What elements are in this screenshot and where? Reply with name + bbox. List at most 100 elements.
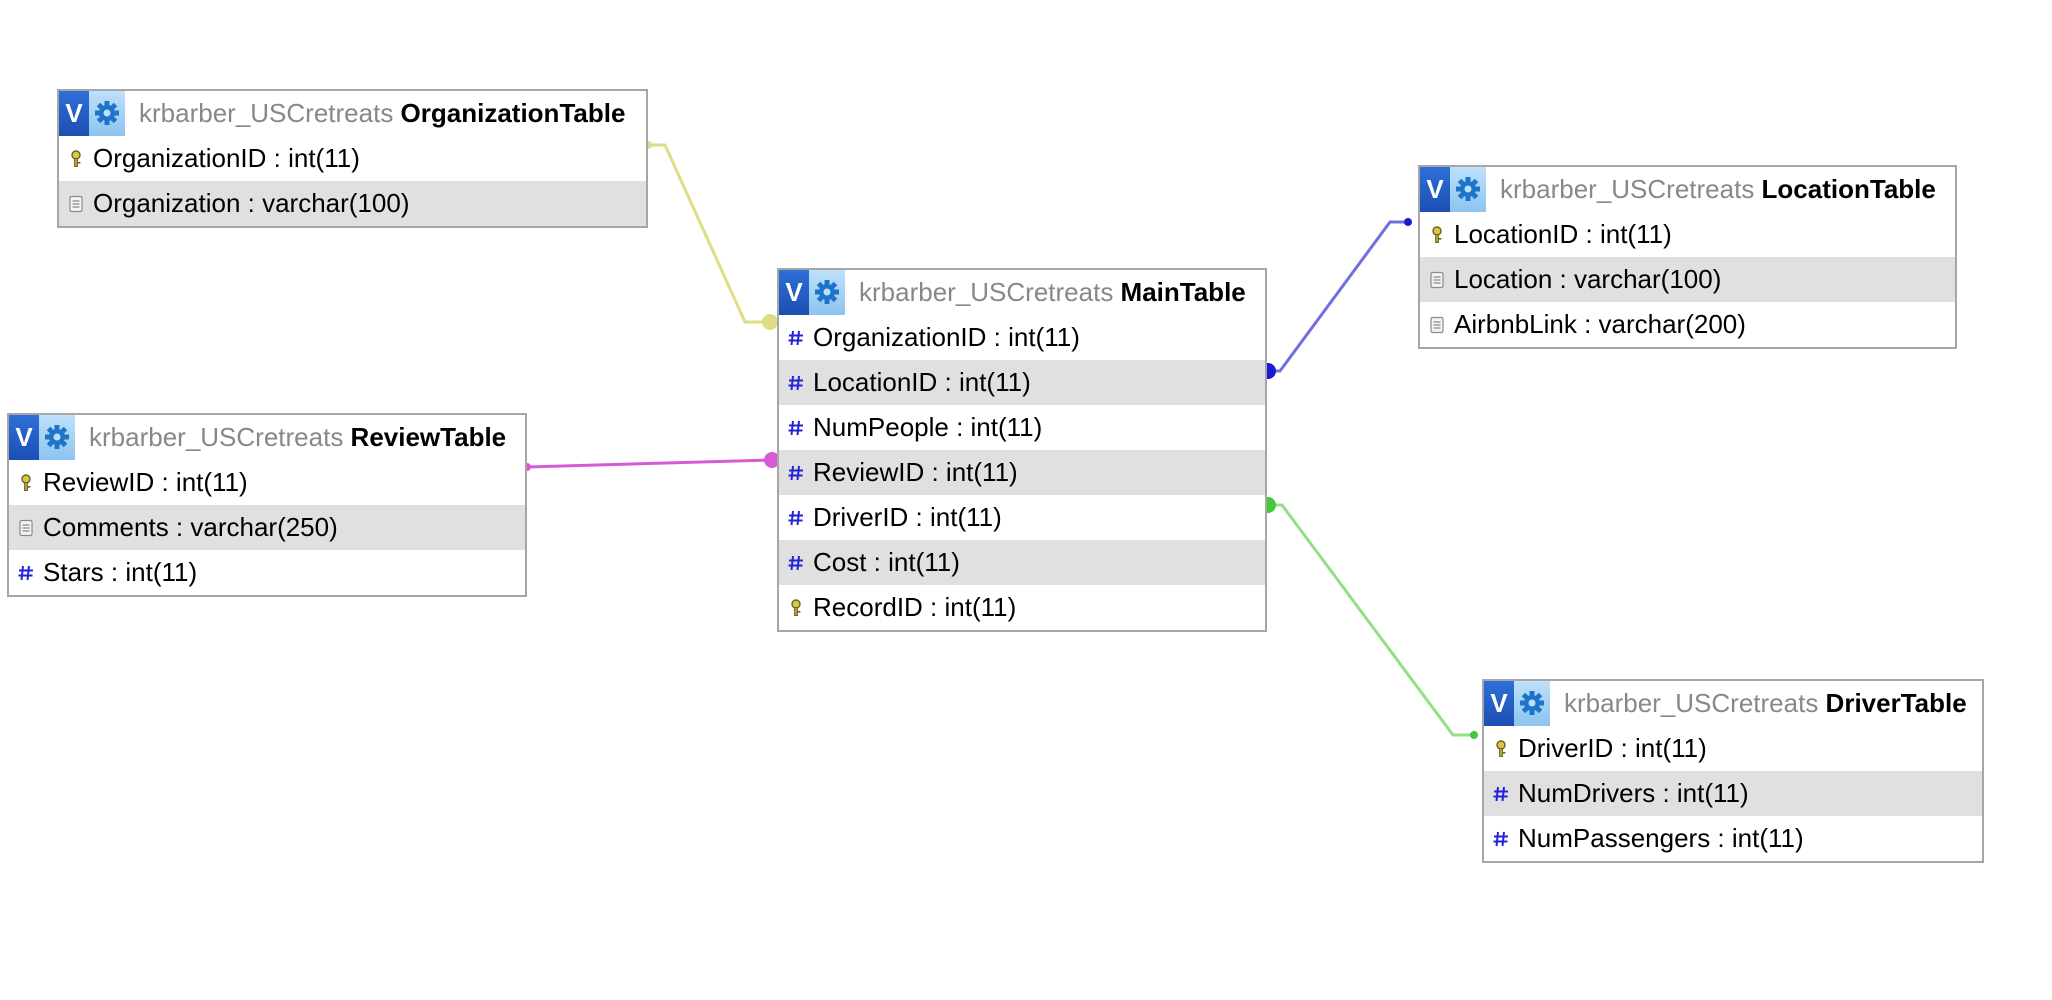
column-row[interactable]: Organization : varchar(100) xyxy=(59,181,646,226)
table-title: krbarber_USCretreats ReviewTable xyxy=(89,415,506,460)
gear-icon[interactable] xyxy=(89,91,125,136)
column-list: DriverID : int(11) NumDrivers : int(11) Nu… xyxy=(1484,726,1982,861)
column-row[interactable]: NumDrivers : int(11) xyxy=(1484,771,1982,816)
column-row[interactable]: Cost : int(11) xyxy=(779,540,1265,585)
main-table[interactable]: V krbarber_USCretreats MainTable Organiz… xyxy=(777,268,1267,632)
text-icon xyxy=(1430,316,1444,334)
schema-name: krbarber_USCretreats xyxy=(139,98,394,128)
column-label: LocationID : int(11) xyxy=(1454,219,1672,249)
table-title: krbarber_USCretreats DriverTable xyxy=(1564,681,1967,726)
key-icon xyxy=(1432,226,1442,243)
table-name: ReviewTable xyxy=(350,422,507,452)
schema-name: krbarber_USCretreats xyxy=(1500,174,1755,204)
link-organization xyxy=(648,143,770,324)
link-review xyxy=(526,458,773,469)
link-location xyxy=(1268,220,1408,373)
key-icon xyxy=(71,150,81,167)
review-table[interactable]: V krbarber_USCretreats ReviewTable Revie… xyxy=(7,413,527,597)
column-label: ReviewID : int(11) xyxy=(43,467,248,497)
column-row[interactable]: DriverID : int(11) xyxy=(779,495,1265,540)
column-label: RecordID : int(11) xyxy=(813,592,1017,622)
hash-icon xyxy=(1493,831,1508,847)
column-row[interactable]: Comments : varchar(250) xyxy=(9,505,525,550)
schema-name: krbarber_USCretreats xyxy=(1564,688,1819,718)
link-driver-end-dot xyxy=(1470,731,1478,739)
column-label: LocationID : int(11) xyxy=(813,367,1031,397)
text-icon xyxy=(69,195,83,213)
text-icon xyxy=(1430,271,1444,289)
column-label: Comments : varchar(250) xyxy=(43,512,338,542)
column-list: OrganizationID : int(11) Organization : v… xyxy=(59,136,646,226)
link-driver xyxy=(1268,503,1474,737)
hash-icon xyxy=(788,330,803,346)
column-label: NumDrivers : int(11) xyxy=(1518,778,1749,808)
column-label: DriverID : int(11) xyxy=(813,502,1002,532)
column-label: DriverID : int(11) xyxy=(1518,733,1707,763)
column-list: OrganizationID : int(11) LocationID : int… xyxy=(779,315,1265,630)
gear-glyph xyxy=(45,425,69,449)
organization-table[interactable]: V krbarber_USCretreats OrganizationTable… xyxy=(57,89,648,228)
column-label: Organization : varchar(100) xyxy=(93,188,410,218)
hash-icon xyxy=(788,555,803,571)
column-label: OrganizationID : int(11) xyxy=(813,322,1080,352)
link-organization-end-dot xyxy=(762,314,778,330)
column-row[interactable]: OrganizationID : int(11) xyxy=(779,315,1265,360)
gear-glyph xyxy=(1520,691,1544,715)
table-name: DriverTable xyxy=(1825,688,1967,718)
hash-icon xyxy=(788,510,803,526)
column-row[interactable]: Stars : int(11) xyxy=(9,550,525,595)
column-label: ReviewID : int(11) xyxy=(813,457,1018,487)
column-label: Cost : int(11) xyxy=(813,547,960,577)
table-header[interactable]: V krbarber_USCretreats ReviewTable xyxy=(9,415,525,460)
view-toggle-icon[interactable]: V xyxy=(59,91,89,136)
column-list: ReviewID : int(11) Comments : varchar(250… xyxy=(9,460,525,595)
column-label: Stars : int(11) xyxy=(43,557,198,587)
key-icon xyxy=(1496,740,1506,757)
gear-icon[interactable] xyxy=(39,415,75,460)
key-icon xyxy=(21,474,31,491)
driver-table[interactable]: V krbarber_USCretreats DriverTable Drive… xyxy=(1482,679,1984,863)
view-toggle-icon[interactable]: V xyxy=(1420,167,1450,212)
gear-glyph xyxy=(815,280,839,304)
gear-icon[interactable] xyxy=(809,270,845,315)
column-row[interactable]: NumPassengers : int(11) xyxy=(1484,816,1982,861)
column-row[interactable]: ReviewID : int(11) xyxy=(779,450,1265,495)
table-name: OrganizationTable xyxy=(400,98,626,128)
table-title: krbarber_USCretreats MainTable xyxy=(859,270,1246,315)
table-header[interactable]: V krbarber_USCretreats DriverTable xyxy=(1484,681,1982,726)
view-toggle-icon[interactable]: V xyxy=(779,270,809,315)
column-row[interactable]: OrganizationID : int(11) xyxy=(59,136,646,181)
gear-icon[interactable] xyxy=(1450,167,1486,212)
column-label: NumPeople : int(11) xyxy=(813,412,1043,442)
view-toggle-icon[interactable]: V xyxy=(1484,681,1514,726)
column-row[interactable]: AirbnbLink : varchar(200) xyxy=(1420,302,1955,347)
hash-icon xyxy=(788,465,803,481)
column-list: LocationID : int(11) Location : varchar(1… xyxy=(1420,212,1955,347)
table-header[interactable]: V krbarber_USCretreats MainTable xyxy=(779,270,1265,315)
table-header[interactable]: V krbarber_USCretreats LocationTable xyxy=(1420,167,1955,212)
location-table[interactable]: V krbarber_USCretreats LocationTable Loc… xyxy=(1418,165,1957,349)
column-row[interactable]: Location : varchar(100) xyxy=(1420,257,1955,302)
column-row[interactable]: NumPeople : int(11) xyxy=(779,405,1265,450)
key-icon xyxy=(791,599,801,616)
column-label: AirbnbLink : varchar(200) xyxy=(1454,309,1746,339)
gear-glyph xyxy=(95,101,119,125)
column-row[interactable]: ReviewID : int(11) xyxy=(9,460,525,505)
column-label: NumPassengers : int(11) xyxy=(1518,823,1804,853)
column-row[interactable]: LocationID : int(11) xyxy=(779,360,1265,405)
column-row[interactable]: RecordID : int(11) xyxy=(779,585,1265,630)
hash-icon xyxy=(18,565,33,581)
column-label: Location : varchar(100) xyxy=(1454,264,1722,294)
table-title: krbarber_USCretreats OrganizationTable xyxy=(139,91,625,136)
column-row[interactable]: DriverID : int(11) xyxy=(1484,726,1982,771)
column-row[interactable]: LocationID : int(11) xyxy=(1420,212,1955,257)
column-label: OrganizationID : int(11) xyxy=(93,143,360,173)
gear-glyph xyxy=(1456,177,1480,201)
table-name: LocationTable xyxy=(1761,174,1936,204)
view-toggle-icon[interactable]: V xyxy=(9,415,39,460)
link-location-end-dot xyxy=(1404,218,1412,226)
gear-icon[interactable] xyxy=(1514,681,1550,726)
table-header[interactable]: V krbarber_USCretreats OrganizationTable xyxy=(59,91,646,136)
table-title: krbarber_USCretreats LocationTable xyxy=(1500,167,1936,212)
table-name: MainTable xyxy=(1120,277,1246,307)
